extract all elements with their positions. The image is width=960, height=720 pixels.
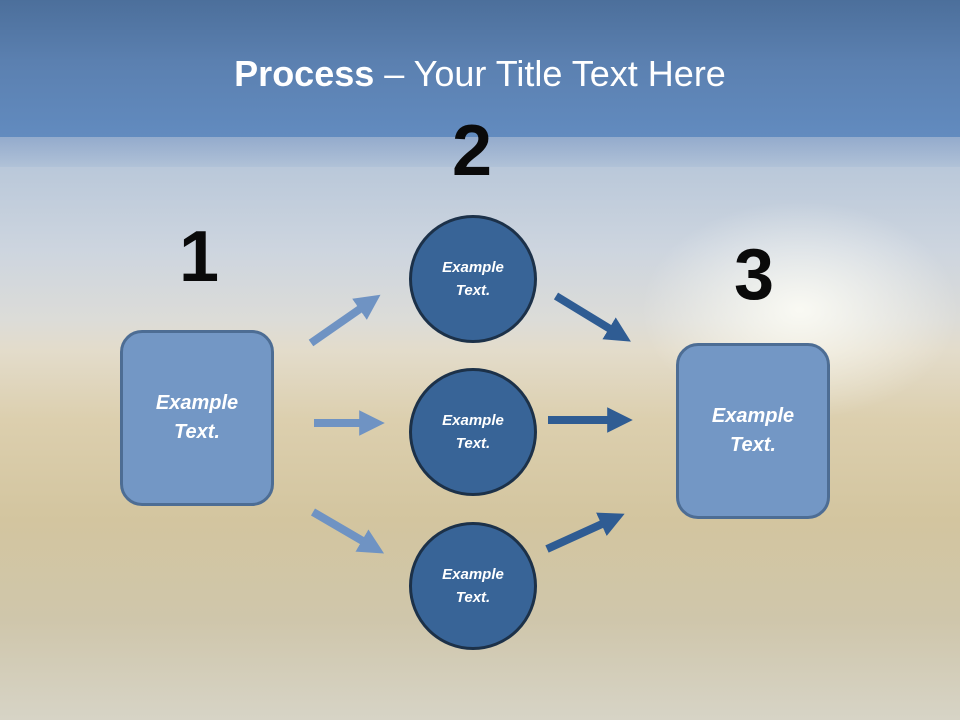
bottom-circle-line-1: Example	[442, 566, 504, 583]
step-number-2: 2	[451, 111, 493, 191]
end-box-line-1: Example	[711, 405, 795, 427]
title-bar	[0, 0, 960, 137]
middle-circle-line-2: Text.	[455, 435, 491, 452]
arrow-bottom-to-end	[545, 512, 625, 553]
title-rest: – Your Title Text Here	[374, 53, 726, 94]
end-box: Example Text.	[676, 343, 830, 519]
top-circle-line-1: Example	[442, 259, 504, 276]
top-circle-line-2: Text.	[455, 282, 491, 299]
top-circle: Example Text.	[409, 215, 537, 343]
step-number-3: 3	[733, 235, 775, 315]
arrow-start-to-top	[308, 294, 381, 347]
step-number-1: 1	[178, 217, 220, 297]
start-box-line-2: Text.	[174, 421, 220, 443]
start-box: Example Text.	[120, 330, 274, 506]
middle-circle-line-1: Example	[442, 412, 504, 429]
start-box-line-1: Example	[155, 392, 239, 414]
middle-circle: Example Text.	[409, 368, 537, 496]
end-box-line-2: Text.	[730, 434, 776, 456]
bottom-circle: Example Text.	[409, 522, 537, 650]
title-bar-fade	[0, 137, 960, 167]
arrow-top-to-end	[553, 292, 631, 342]
slide-title: Process – Your Title Text Here	[0, 52, 960, 96]
title-bold: Process	[234, 53, 375, 94]
arrow-start-to-bottom	[310, 508, 385, 554]
bottom-circle-line-2: Text.	[455, 589, 491, 606]
